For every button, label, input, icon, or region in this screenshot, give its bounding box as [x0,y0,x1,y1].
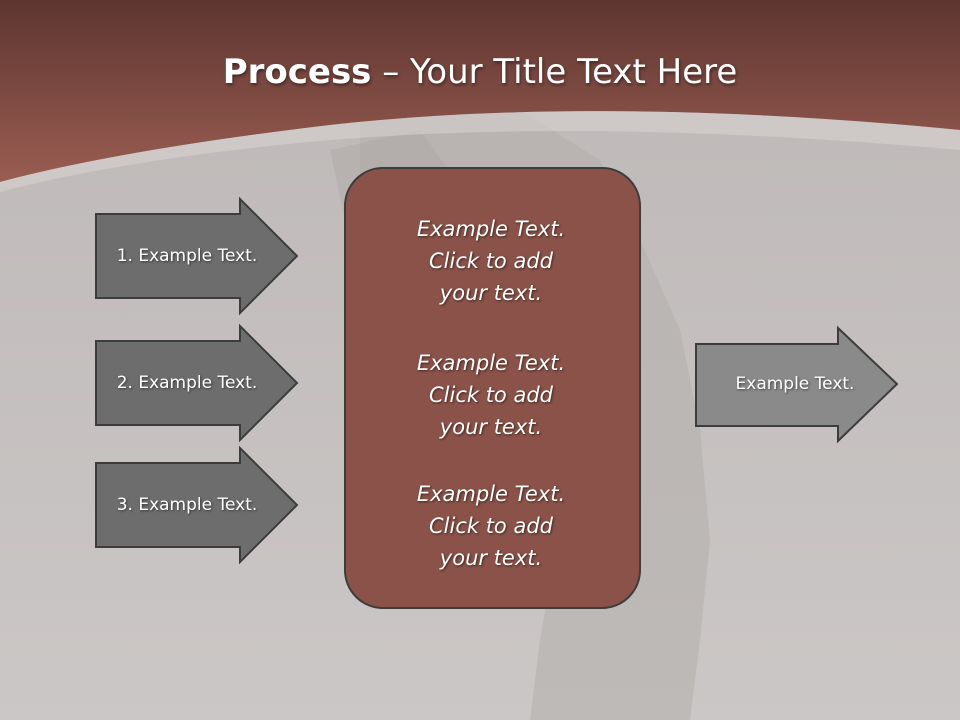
center-text-line: Click to add [428,383,553,407]
title-bold: Process [222,52,372,92]
title-rest: – Your Title Text Here [371,52,738,92]
input-arrow-2-label: 2. Example Text. [116,373,258,393]
center-text-line: Example Text. [416,351,566,375]
center-text-line: Example Text. [416,217,566,241]
input-arrow-3[interactable] [95,445,299,565]
center-text-block-3: Example Text. Click to add your text. [346,478,636,574]
input-arrow-1[interactable] [95,196,299,316]
center-process-box[interactable] [344,167,641,609]
center-text-line: your text. [439,281,543,305]
center-text-block-2: Example Text. Click to add your text. [346,347,636,443]
input-arrow-2[interactable] [95,323,299,443]
header-band [0,0,960,182]
input-arrow-3-label: 3. Example Text. [116,495,258,515]
center-text-block-1: Example Text. Click to add your text. [346,213,636,309]
center-text-line: Click to add [428,514,553,538]
center-text-line: Click to add [428,249,553,273]
output-arrow-label: Example Text. [735,374,855,394]
center-text-line: Example Text. [416,482,566,506]
input-arrow-1-label: 1. Example Text. [116,246,258,266]
output-arrow[interactable] [695,325,899,444]
center-text-line: your text. [439,415,543,439]
header-curve-highlight [0,111,960,192]
slide-title: Process – Your Title Text Here [0,52,960,92]
center-text-line: your text. [439,546,543,570]
